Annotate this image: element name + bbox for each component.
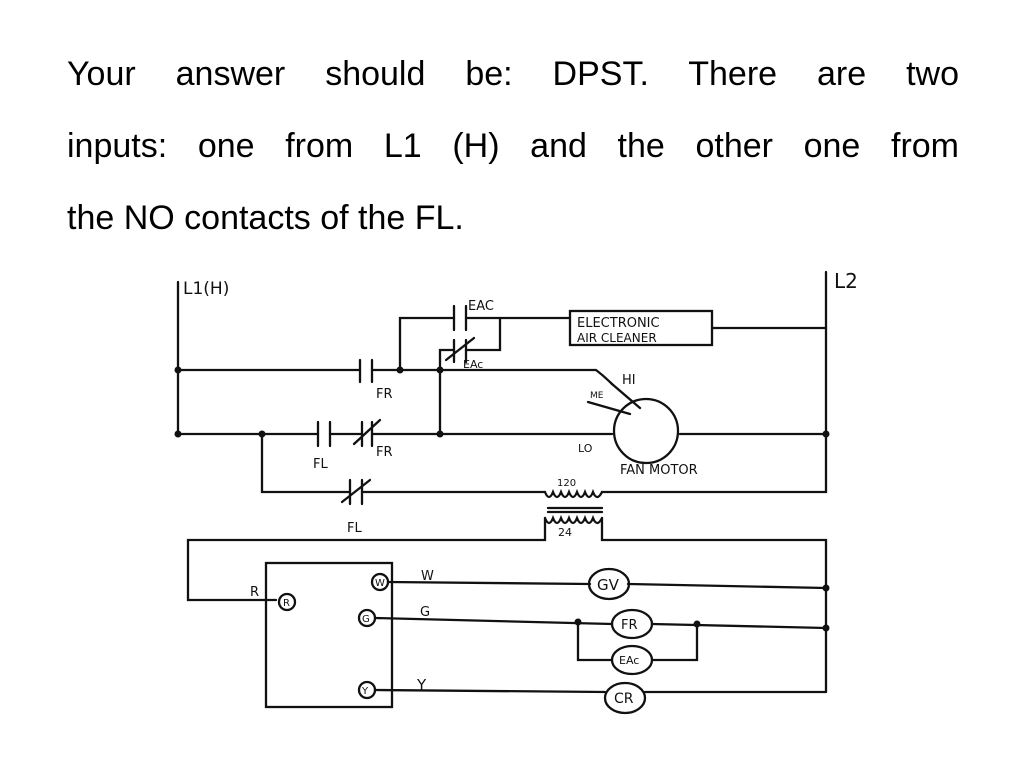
svg-text:G: G — [362, 614, 370, 625]
eac-coil: EAc — [610, 644, 654, 676]
thermostat-terminal-g: G — [357, 608, 377, 628]
transformer — [543, 488, 604, 525]
l2-label: L2 — [834, 269, 858, 293]
explanation-line-1: Your answer should be: DPST. There are t… — [67, 55, 959, 93]
fl-no-label: FL — [313, 457, 328, 472]
y-wire — [373, 688, 828, 694]
g-wire — [373, 616, 828, 630]
fl-no-contact — [316, 420, 332, 448]
junction-dots — [174, 366, 830, 632]
y-wire-label: Y — [416, 676, 427, 694]
fr-nc-label: FR — [376, 445, 393, 460]
fan-lo-label: LO — [578, 442, 593, 455]
fr-nc-contact — [352, 418, 382, 448]
eac-nc-contact — [444, 336, 476, 364]
r-wire-label: R — [250, 585, 259, 600]
g-wire-label: G — [420, 605, 430, 620]
fl-nc-contact — [340, 478, 372, 506]
thermostat — [264, 561, 394, 709]
fan-hi-label: HI — [622, 373, 636, 388]
eac-nc-label: EAc — [463, 358, 483, 371]
cr-coil: CR — [603, 681, 647, 715]
w-wire — [386, 580, 828, 590]
electronic-air-cleaner: ELECTRONIC AIR CLEANER — [568, 309, 828, 347]
explanation-line-2: inputs: one from L1 (H) and the other on… — [67, 127, 959, 165]
fr-coil: FR — [610, 608, 654, 640]
gv-coil: GV — [587, 567, 631, 601]
svg-text:CR: CR — [614, 691, 634, 707]
eac-branch-wire — [398, 316, 572, 436]
l1-label: L1(H) — [183, 279, 229, 299]
fr-contact-label: FR — [376, 387, 393, 402]
explanation-paragraph: Your answer should be: DPST. There are t… — [67, 48, 959, 264]
w-wire-label: W — [421, 569, 434, 584]
rung-1-wire — [176, 368, 614, 386]
fr-no-contact — [358, 358, 374, 384]
thermostat-terminal-y: Y — [357, 680, 377, 700]
svg-text:FR: FR — [621, 618, 638, 633]
eac-box-line1: ELECTRONIC — [577, 316, 660, 331]
svg-text:EAc: EAc — [619, 654, 639, 667]
eac-no-label: EAC — [468, 299, 494, 314]
eac-box-line2: AIR CLEANER — [577, 331, 657, 345]
svg-text:W: W — [375, 578, 385, 589]
fl-nc-label: FL — [347, 521, 362, 536]
thermostat-terminal-r: R — [277, 592, 297, 612]
transformer-secondary-label: 24 — [558, 526, 572, 539]
fan-motor-label: FAN MOTOR — [620, 463, 698, 478]
transformer-primary-label: 120 — [557, 478, 576, 489]
low-voltage-frame — [186, 516, 828, 694]
fan-med-label: ME — [590, 391, 604, 401]
rung-3-wire — [260, 432, 828, 494]
eac-no-contact — [452, 304, 468, 332]
eac-coil-branch — [576, 620, 699, 662]
svg-text:Y: Y — [361, 686, 369, 697]
thermostat-terminal-w: W — [370, 572, 390, 592]
fan-motor — [586, 382, 680, 465]
svg-text:GV: GV — [597, 576, 620, 594]
svg-text:R: R — [283, 598, 290, 609]
explanation-line-3: the NO contacts of the FL. — [67, 199, 464, 237]
